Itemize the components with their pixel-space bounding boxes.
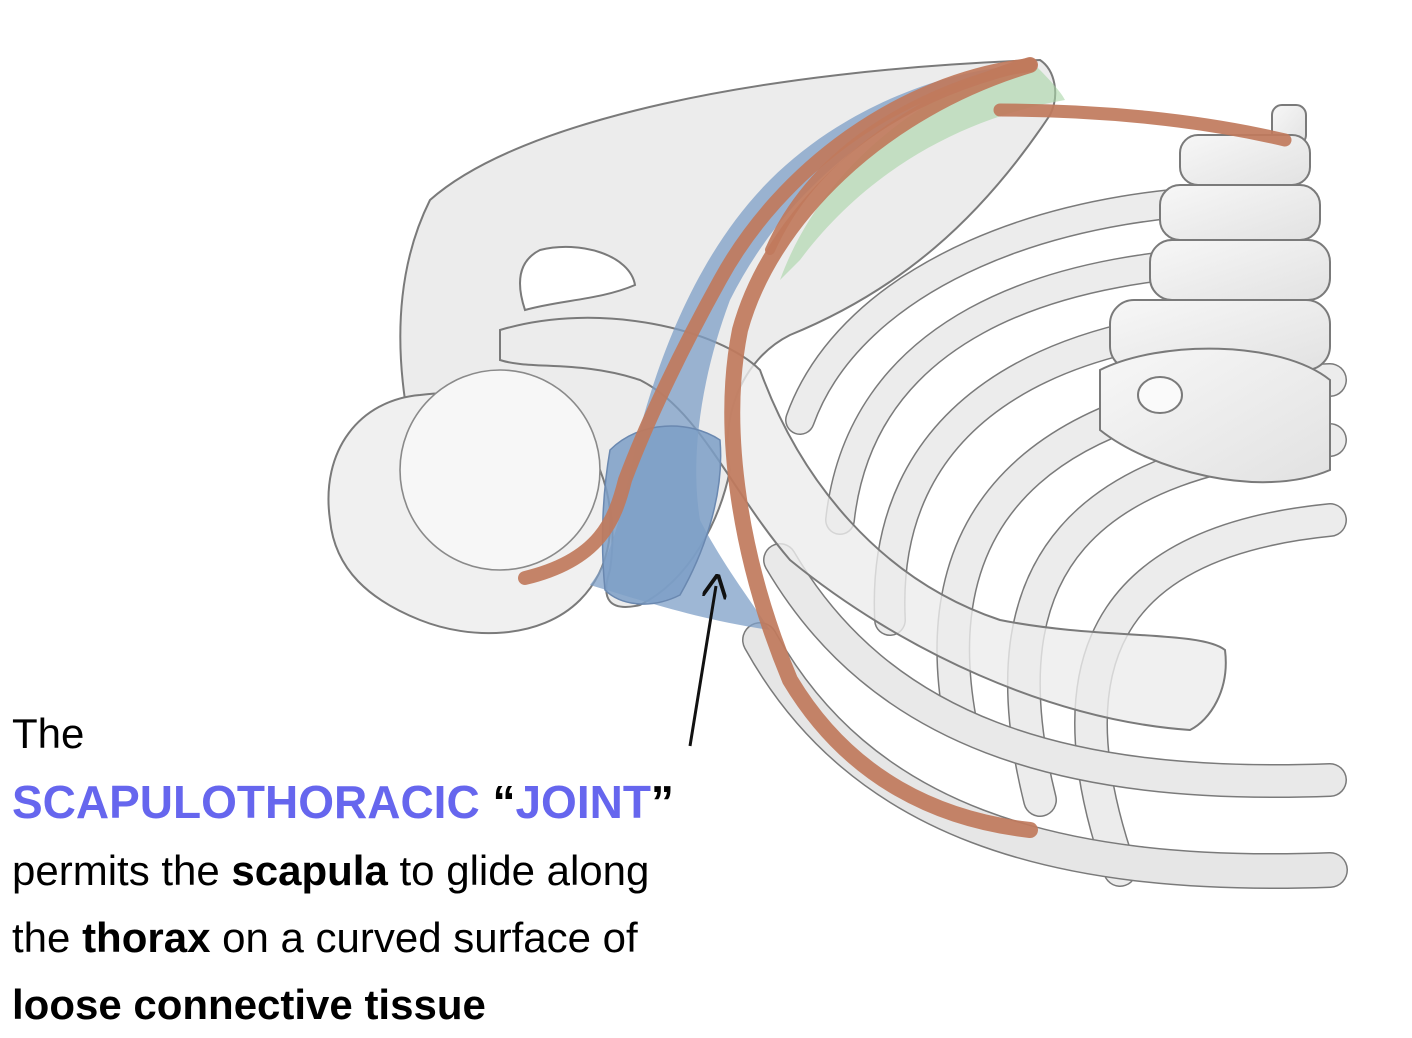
humeral-head xyxy=(327,369,612,635)
rib xyxy=(763,543,1347,799)
caption-line-1: permits the scapula to glide along xyxy=(12,837,912,904)
vertebra xyxy=(1099,347,1331,484)
caption-keyword-thorax: thorax xyxy=(82,914,211,961)
caption-headline: SCAPULOTHORACIC “JOINT” xyxy=(12,767,912,837)
caption-keyword-tissue: loose connective tissue xyxy=(12,981,486,1028)
caption-line-2-c: on a curved surface of xyxy=(210,914,638,961)
arrow-up-icon xyxy=(688,586,716,747)
caption-intro: The xyxy=(12,710,85,757)
caption-open-quote: “ xyxy=(492,776,516,828)
vertebra xyxy=(1159,184,1321,241)
caption-line-1-c: to glide along xyxy=(387,847,650,894)
muscle-band-upper xyxy=(765,60,1035,255)
muscle-band-outer xyxy=(518,58,1037,585)
vertebral-column xyxy=(1099,104,1331,484)
scapula xyxy=(399,58,1057,608)
caption-line-1-a: permits the xyxy=(12,847,232,894)
caption-term2: JOINT xyxy=(515,776,651,828)
muscle-band-rhomboid xyxy=(993,103,1292,147)
caption-line-3: loose connective tissue xyxy=(12,971,912,1038)
scapula-notch xyxy=(519,246,637,312)
muscle-bands xyxy=(518,57,1292,838)
vertebra xyxy=(1149,239,1331,301)
vertebra-foramen xyxy=(1137,376,1183,414)
muscle-band-serratus xyxy=(724,57,1038,838)
caption-term: SCAPULOTHORACIC xyxy=(12,776,480,828)
caption-line-2: the thorax on a curved surface of xyxy=(12,904,912,971)
caption-line-2-a: the xyxy=(12,914,83,961)
tissue-green-layer xyxy=(780,60,1065,280)
caption-keyword-scapula: scapula xyxy=(231,847,388,894)
caption-close-quote: ” xyxy=(650,776,674,828)
caption-block: The SCAPULOTHORACIC “JOINT” permits the … xyxy=(12,700,912,1038)
